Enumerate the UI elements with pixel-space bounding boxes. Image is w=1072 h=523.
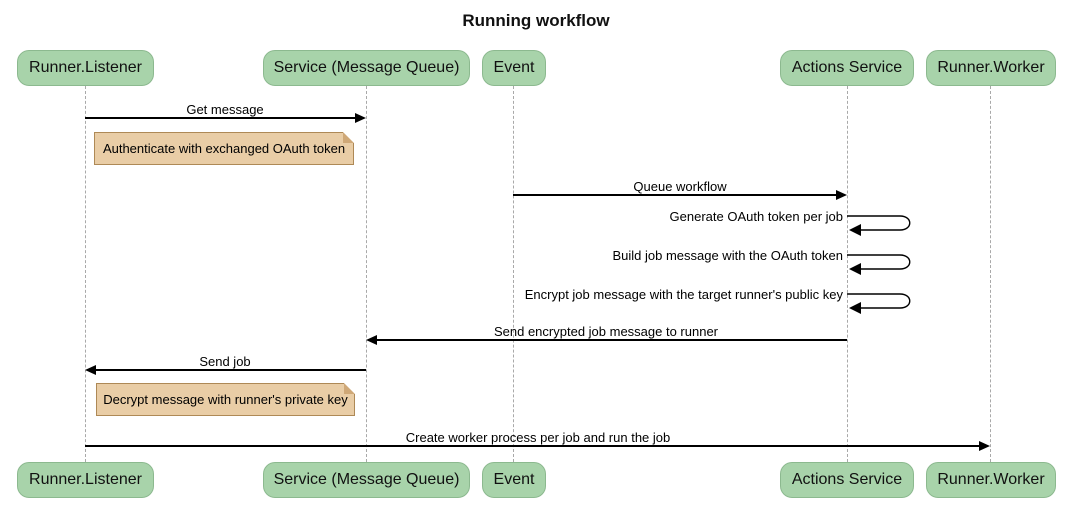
lifeline-service-message-queue: [366, 86, 367, 462]
message-queue-workflow-line: [513, 194, 836, 196]
actor-runner-listener-bottom: Runner.Listener: [17, 462, 154, 498]
message-send-encrypted-line: [377, 339, 847, 341]
message-get-message-line: [85, 117, 357, 119]
actor-runner-worker-top: Runner.Worker: [926, 50, 1056, 86]
actor-event-bottom: Event: [482, 462, 546, 498]
self-loop-arrow-icon: [847, 215, 911, 236]
note-authenticate: Authenticate with exchanged OAuth token: [94, 132, 354, 165]
message-get-message-label: Get message: [186, 102, 264, 117]
note-decrypt: Decrypt message with runner's private ke…: [96, 383, 355, 416]
actor-runner-worker-bottom: Runner.Worker: [926, 462, 1056, 498]
self-loop-arrow-icon: [847, 254, 911, 275]
self-loop-arrow-icon: [847, 293, 911, 314]
lifeline-event: [513, 86, 514, 462]
actor-service-message-queue-bottom: Service (Message Queue): [263, 462, 470, 498]
lifeline-runner-listener: [85, 86, 86, 462]
message-create-worker-line: [85, 445, 980, 447]
diagram-title: Running workflow: [462, 11, 610, 30]
actor-event-top: Event: [482, 50, 546, 86]
lifeline-runner-worker: [990, 86, 991, 462]
message-send-job-label: Send job: [199, 354, 251, 369]
message-send-encrypted-label: Send encrypted job message to runner: [493, 324, 719, 339]
message-encrypt-job-message-label: Encrypt job message with the target runn…: [524, 287, 843, 302]
actor-runner-listener-top: Runner.Listener: [17, 50, 154, 86]
arrowhead-left-icon: [366, 335, 377, 345]
actor-service-message-queue-top: Service (Message Queue): [263, 50, 470, 86]
arrowhead-right-icon: [836, 190, 847, 200]
message-queue-workflow-label: Queue workflow: [633, 179, 727, 194]
message-create-worker-label: Create worker process per job and run th…: [405, 430, 671, 445]
lifeline-actions-service: [847, 86, 848, 462]
arrowhead-left-icon: [85, 365, 96, 375]
actor-actions-service-bottom: Actions Service: [780, 462, 914, 498]
message-generate-oauth-label: Generate OAuth token per job: [669, 209, 843, 224]
actor-actions-service-top: Actions Service: [780, 50, 914, 86]
arrowhead-right-icon: [355, 113, 366, 123]
message-send-job-line: [96, 369, 366, 371]
message-build-job-message-label: Build job message with the OAuth token: [612, 248, 843, 263]
arrowhead-right-icon: [979, 441, 990, 451]
